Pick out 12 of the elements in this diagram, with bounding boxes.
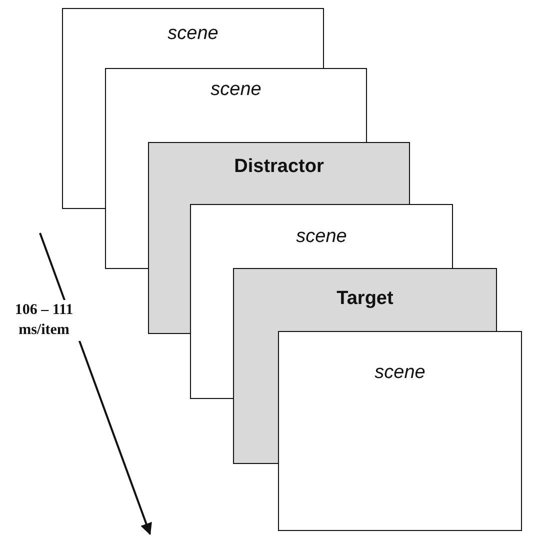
frame-label: Target <box>336 288 394 310</box>
frame-label: Distractor <box>233 156 325 178</box>
stimulus-frame <box>278 331 522 531</box>
frame-label: scene <box>374 362 426 384</box>
stimulus-frame <box>233 268 497 331</box>
frame-label: scene <box>166 23 220 45</box>
stimulus-frame <box>105 68 367 142</box>
frame-label: scene <box>295 226 348 248</box>
stimulus-frame <box>148 142 410 204</box>
frame-label: scene <box>210 79 262 101</box>
stimulus-frame <box>62 8 324 68</box>
stimulus-frame <box>190 204 453 268</box>
